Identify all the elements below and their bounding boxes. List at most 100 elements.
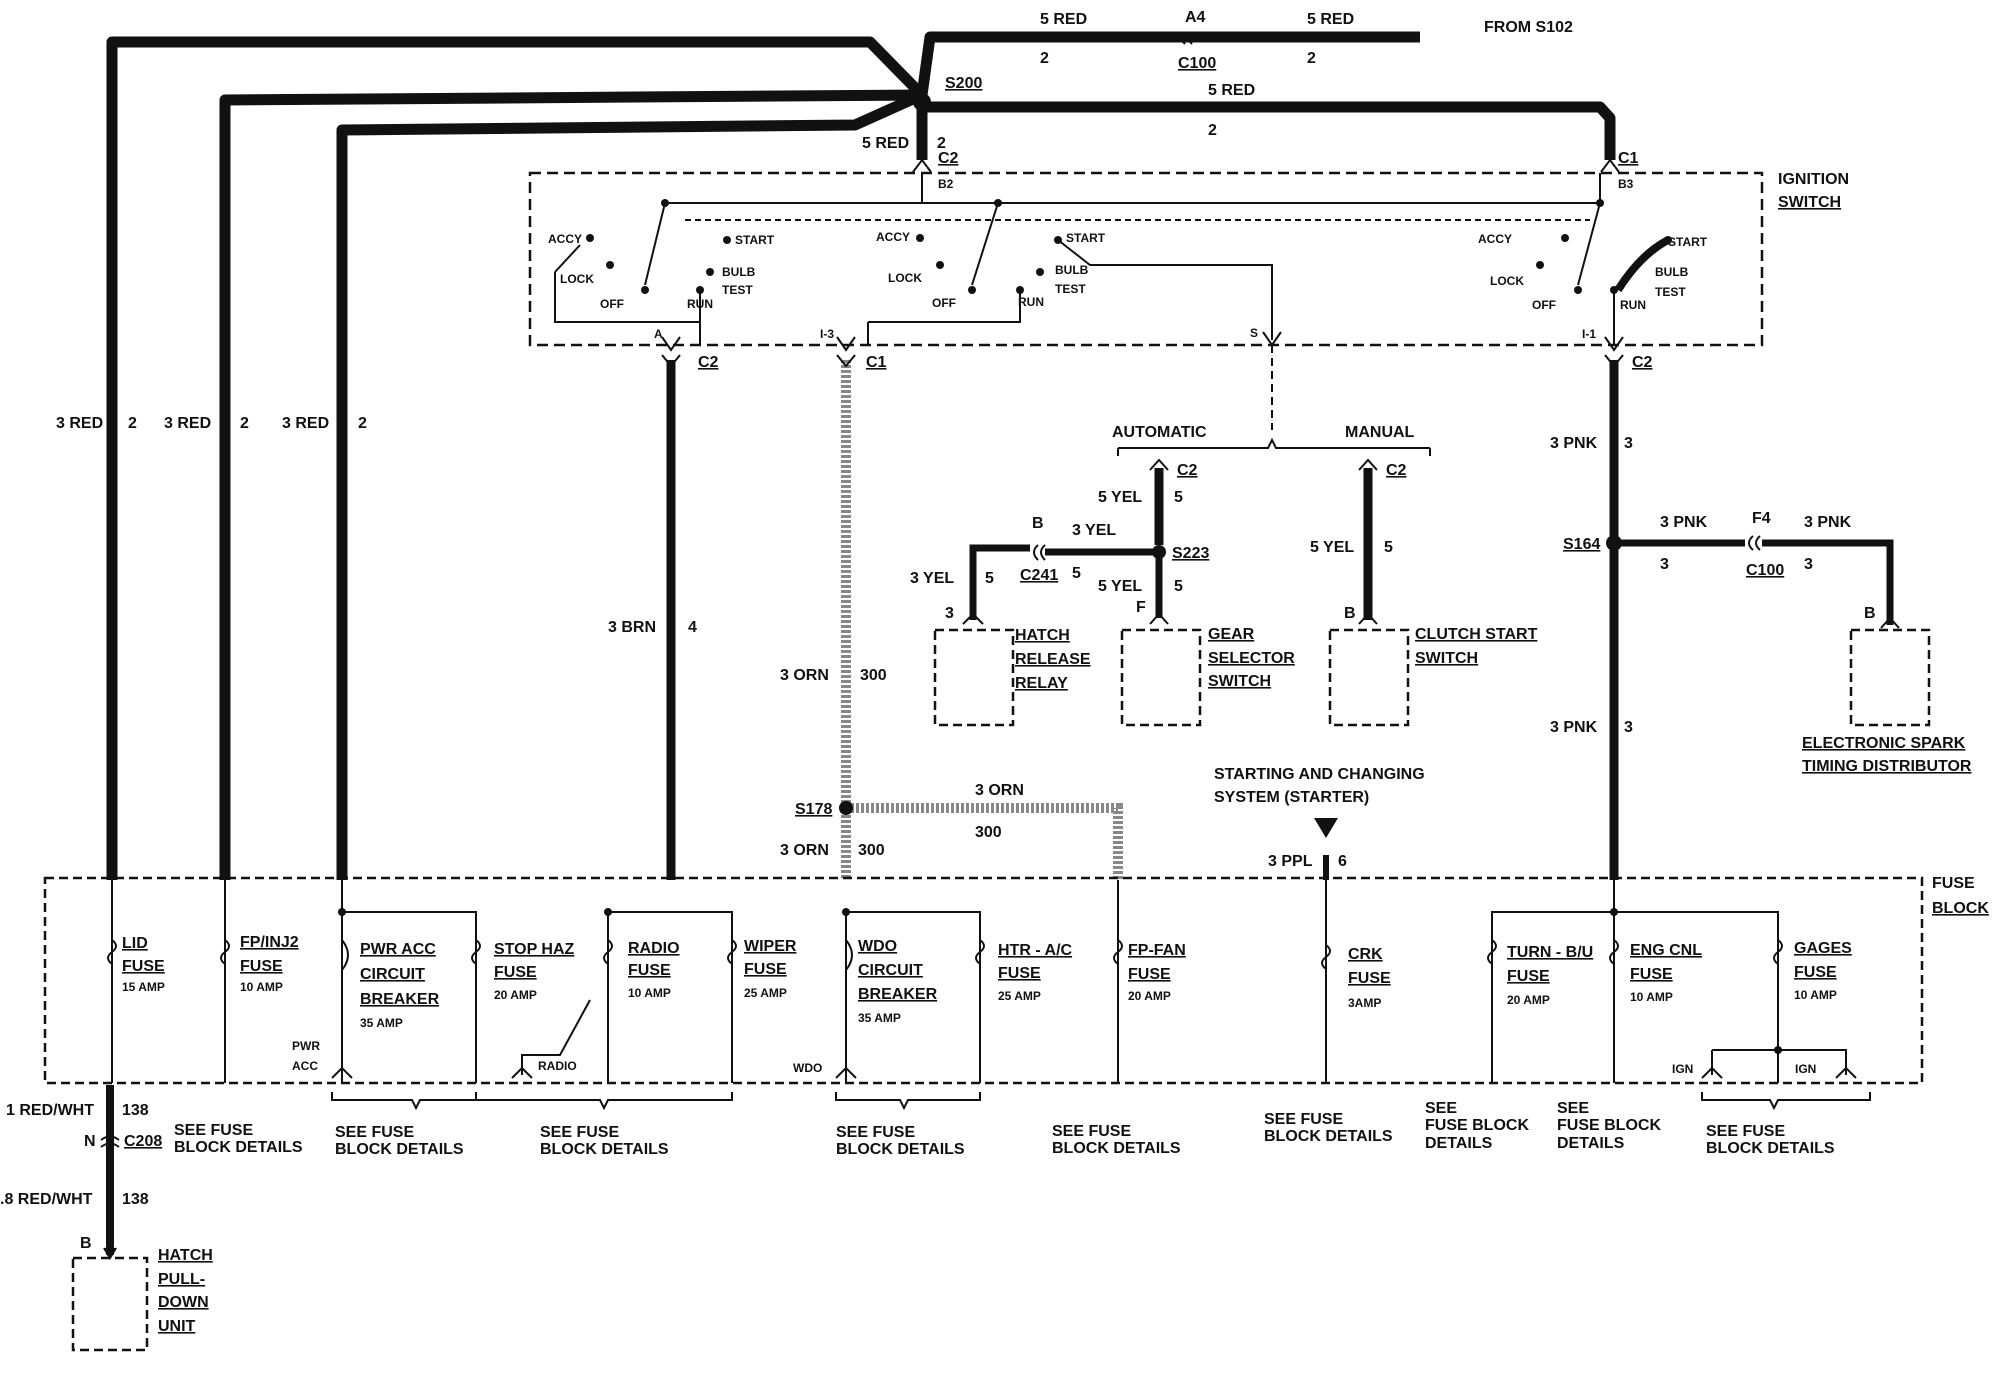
svg-text:BREAKER: BREAKER [360,991,440,1008]
ignition-internal [554,173,1615,345]
svg-text:BLOCK DETAILS: BLOCK DETAILS [540,1141,669,1158]
svg-text:MANUAL: MANUAL [1345,424,1415,441]
svg-text:PWR ACC: PWR ACC [360,941,436,958]
svg-text:HATCH: HATCH [158,1247,213,1264]
svg-text:LID: LID [122,935,148,952]
svg-text:PWR: PWR [292,1039,320,1053]
svg-text:3 PNK: 3 PNK [1550,435,1598,452]
svg-text:LOCK: LOCK [560,272,594,286]
svg-text:5 YEL: 5 YEL [1098,578,1142,595]
svg-text:FUSE: FUSE [1128,966,1171,983]
svg-text:S223: S223 [1172,545,1209,562]
svg-text:DETAILS: DETAILS [1425,1135,1493,1152]
ignition-switch-box [528,171,1764,347]
svg-text:RUN: RUN [1018,295,1044,309]
svg-text:FUSE: FUSE [1348,970,1391,987]
svg-text:AUTOMATIC: AUTOMATIC [1112,424,1207,441]
svg-text:S200: S200 [945,75,982,92]
svg-text:SEE FUSE: SEE FUSE [1706,1123,1785,1140]
svg-text:4: 4 [688,619,697,636]
svg-text:BLOCK: BLOCK [1932,900,1989,917]
svg-text:RUN: RUN [1620,298,1646,312]
svg-text:F: F [1136,599,1146,616]
svg-text:25 AMP: 25 AMP [998,989,1041,1003]
svg-text:LOCK: LOCK [1490,274,1524,288]
svg-text:STARTING AND CHANGING: STARTING AND CHANGING [1214,766,1425,783]
svg-text:15 AMP: 15 AMP [122,980,165,994]
component-labels: HATCH RELEASE RELAY GEAR SELECTOR SWITCH… [80,605,1972,1335]
svg-text:START: START [1066,231,1106,245]
svg-text:FUSE: FUSE [1794,964,1837,981]
svg-text:300: 300 [975,824,1002,841]
svg-text:20 AMP: 20 AMP [494,988,537,1002]
svg-text:CIRCUIT: CIRCUIT [360,966,425,983]
svg-text:BLOCK DETAILS: BLOCK DETAILS [836,1141,965,1158]
svg-text:I-1: I-1 [1582,327,1596,341]
svg-text:FUSE: FUSE [628,962,671,979]
svg-text:3: 3 [1660,556,1669,573]
svg-text:FP-FAN: FP-FAN [1128,942,1186,959]
svg-text:10 AMP: 10 AMP [628,986,671,1000]
svg-text:LOCK: LOCK [888,271,922,285]
svg-text:TEST: TEST [722,283,753,297]
svg-text:CRK: CRK [1348,946,1383,963]
svg-text:3 ORN: 3 ORN [780,667,829,684]
svg-text:ACCY: ACCY [548,232,582,246]
fuse-block-labels: FUSE BLOCK LID FUSE 15 AMP FP/INJ2 FUSE … [122,875,1989,1076]
svg-text:TIMING DISTRIBUTOR: TIMING DISTRIBUTOR [1802,758,1972,775]
svg-text:3: 3 [1804,556,1813,573]
svg-text:SEE FUSE: SEE FUSE [836,1124,915,1141]
svg-text:3 YEL: 3 YEL [910,570,954,587]
svg-text:B3: B3 [1618,177,1634,191]
svg-text:10 AMP: 10 AMP [240,980,283,994]
svg-text:START: START [1668,235,1708,249]
svg-text:WDO: WDO [858,938,897,955]
svg-text:FUSE: FUSE [240,958,283,975]
svg-text:WDO: WDO [793,1061,822,1075]
svg-text:3 ORN: 3 ORN [975,782,1024,799]
svg-text:CLUTCH START: CLUTCH START [1415,626,1538,643]
svg-text:BULB: BULB [1055,263,1089,277]
starter-labels: STARTING AND CHANGING SYSTEM (STARTER) 3… [1214,766,1425,870]
svg-text:SWITCH: SWITCH [1415,650,1478,667]
svg-text:SEE FUSE: SEE FUSE [1264,1111,1343,1128]
svg-text:BLOCK DETAILS: BLOCK DETAILS [1264,1128,1393,1145]
svg-text:RADIO: RADIO [628,940,680,957]
gear-selector-box [1120,628,1202,727]
svg-text:CIRCUIT: CIRCUIT [858,962,923,979]
svg-text:C1: C1 [866,354,887,371]
svg-text:3: 3 [1624,719,1633,736]
svg-text:FUSE: FUSE [1630,966,1673,983]
fuse-block-box [43,876,1924,1085]
svg-text:5: 5 [1174,489,1183,506]
svg-text:SYSTEM (STARTER): SYSTEM (STARTER) [1214,789,1369,806]
svg-text:3 PNK: 3 PNK [1804,514,1852,531]
svg-text:2: 2 [937,135,946,152]
svg-text:N: N [84,1133,96,1150]
svg-text:3 RED: 3 RED [56,415,103,432]
svg-text:B: B [1032,515,1044,532]
svg-text:C2: C2 [1632,354,1653,371]
svg-text:FUSE: FUSE [1932,875,1975,892]
svg-text:ACCY: ACCY [876,230,910,244]
svg-text:C241: C241 [1020,567,1058,584]
start-circuit-labels: AUTOMATIC MANUAL C2 5 YEL 5 B 3 YEL C241… [910,424,1415,622]
svg-text:IGN: IGN [1672,1062,1693,1076]
svg-text:SEE FUSE: SEE FUSE [174,1122,253,1139]
svg-text:HATCH: HATCH [1015,627,1070,644]
svg-text:PULL-: PULL- [158,1271,205,1288]
svg-text:I-3: I-3 [820,327,834,341]
svg-text:3 PNK: 3 PNK [1550,719,1598,736]
hatch-circuit-labels: 1 RED/WHT 138 N C208 .8 RED/WHT 138 [0,1102,162,1208]
svg-text:3 BRN: 3 BRN [608,619,656,636]
orn-wires [841,360,1123,880]
hatch-relay-box [933,628,1015,727]
svg-text:5 RED: 5 RED [1307,11,1354,28]
svg-text:10 AMP: 10 AMP [1630,990,1673,1004]
svg-text:3 RED: 3 RED [282,415,329,432]
svg-text:FUSE BLOCK: FUSE BLOCK [1425,1117,1529,1134]
svg-text:25 AMP: 25 AMP [744,986,787,1000]
svg-text:START: START [735,233,775,247]
svg-text:SWITCH: SWITCH [1208,673,1271,690]
